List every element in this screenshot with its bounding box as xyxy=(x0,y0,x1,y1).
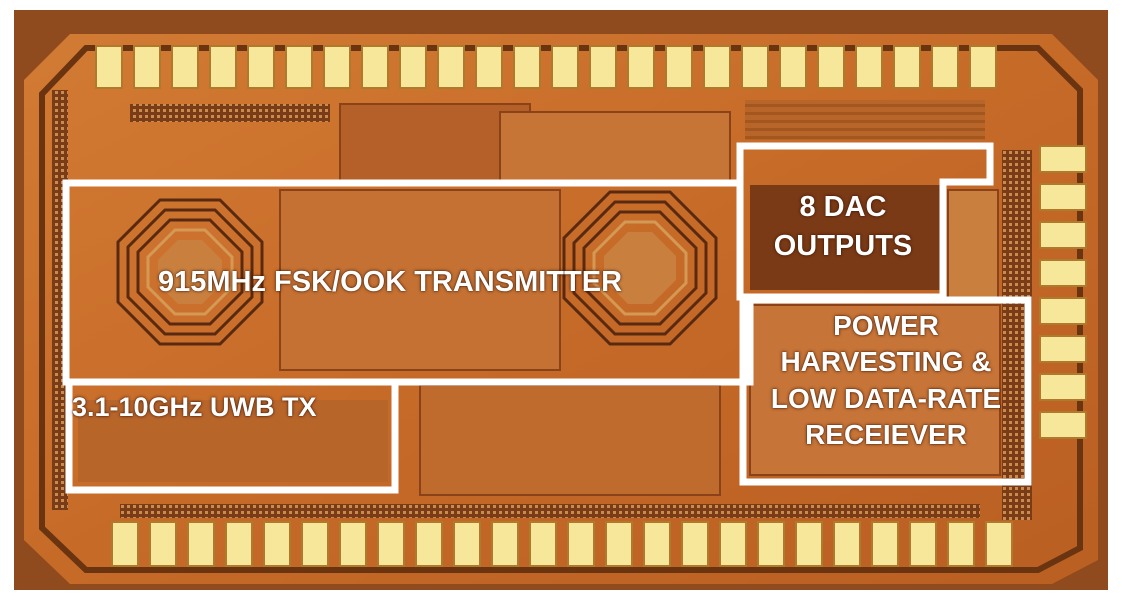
block-center-strip xyxy=(279,189,561,371)
top-pad-row xyxy=(95,45,997,89)
bottom-pad-row xyxy=(111,521,1013,567)
dotted-area-top xyxy=(130,104,330,122)
block-right-edge xyxy=(947,189,999,301)
block-top-right xyxy=(499,111,731,185)
label-power-harvesting: POWER HARVESTING & LOW DATA-RATE RECEIEV… xyxy=(770,310,1002,451)
inductor-left xyxy=(116,198,264,346)
block-uwb-area xyxy=(78,400,388,482)
block-lower-mid xyxy=(419,384,721,496)
label-uwb-tx: 3.1-10GHz UWB TX xyxy=(72,392,317,422)
label-transmitter: 915MHz FSK/OOK TRANSMITTER xyxy=(157,266,623,298)
dotted-area-bottom xyxy=(120,504,980,518)
block-power-area xyxy=(749,304,1001,476)
seal-ring xyxy=(39,45,1083,573)
outline-uwb xyxy=(65,378,399,494)
outline-power xyxy=(739,296,1032,486)
block-top-far-right xyxy=(745,100,985,140)
inductor-right-core xyxy=(604,232,676,304)
inductor-right xyxy=(562,190,718,346)
inductor-left-core xyxy=(158,240,222,304)
block-dac-area xyxy=(750,185,940,290)
right-pad-column xyxy=(1039,145,1087,439)
label-dac-outputs: 8 DAC OUTPUTS xyxy=(773,191,913,263)
block-outlines xyxy=(62,142,1032,494)
